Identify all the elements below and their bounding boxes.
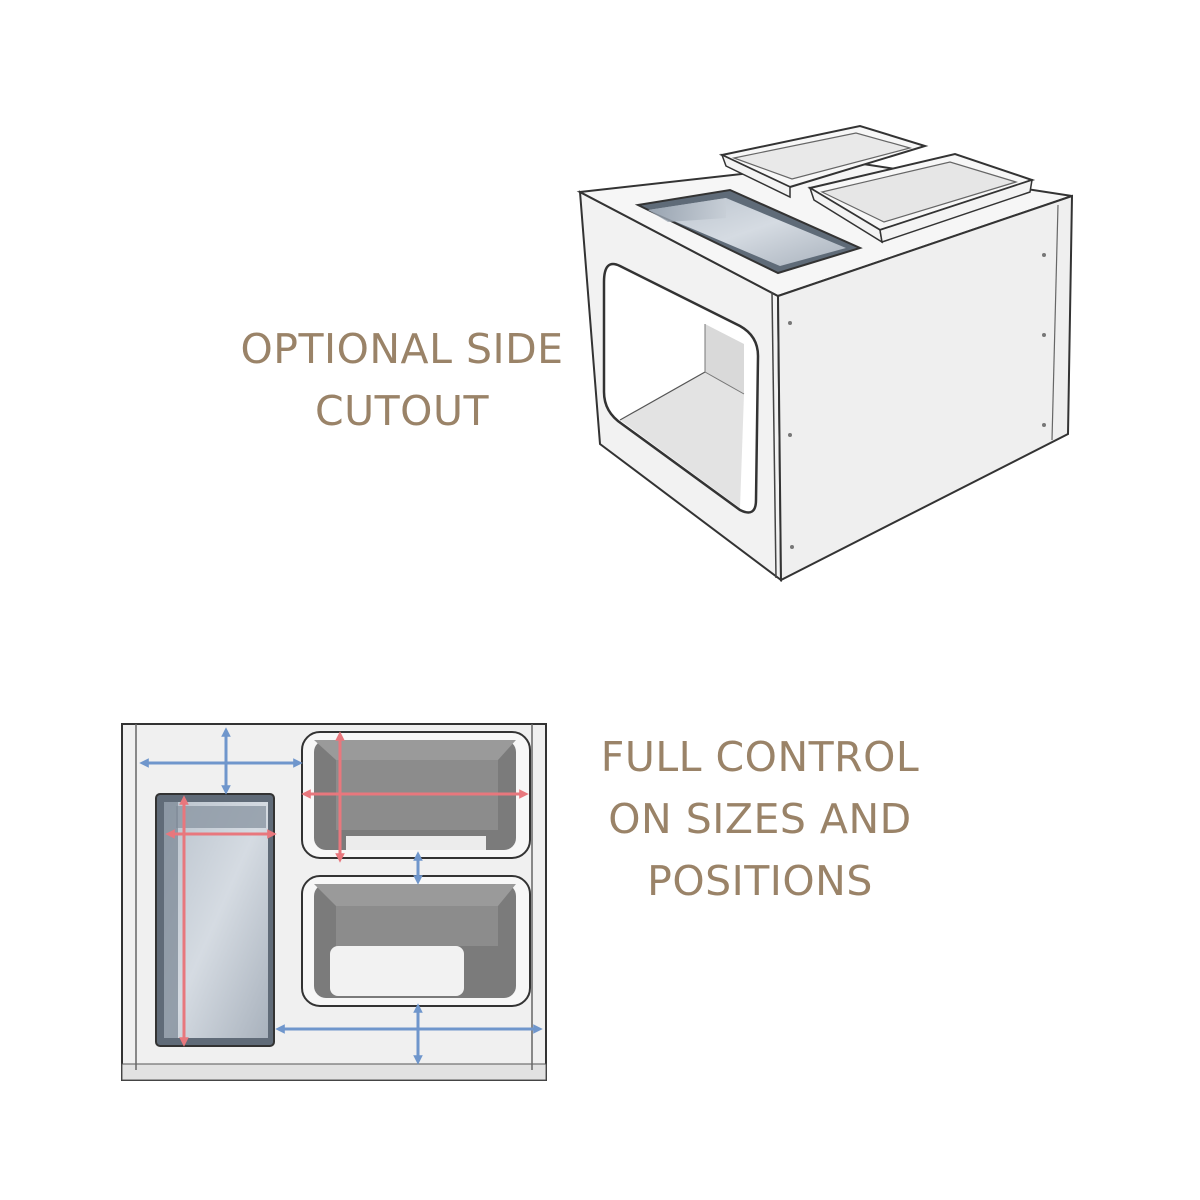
caption-optional-side-cutout: OPTIONAL SIDE CUTOUT <box>222 318 582 442</box>
bin-back <box>718 124 929 199</box>
screw-dots <box>788 253 1046 549</box>
caption-line: ON SIZES AND <box>608 795 912 843</box>
cabinet-front-panel <box>776 194 1074 582</box>
cabinet-isometric <box>576 124 1074 583</box>
caption-line: FULL CONTROL <box>600 733 920 781</box>
caption-line: CUTOUT <box>314 387 489 435</box>
plan-steel-insert <box>155 793 275 1047</box>
caption-full-control: FULL CONTROL ON SIZES AND POSITIONS <box>570 726 950 912</box>
caption-line: POSITIONS <box>647 857 873 905</box>
cutout-interior-floor <box>620 372 744 508</box>
caption-line: OPTIONAL SIDE <box>240 325 564 373</box>
cabinet-plan-view <box>121 723 547 1081</box>
bin-front <box>807 152 1036 244</box>
plan-bin-bottom <box>301 875 531 1007</box>
red-dimension-arrows <box>165 731 529 1047</box>
cutout-interior-wall <box>705 324 744 394</box>
blue-dimension-arrows <box>139 727 543 1065</box>
